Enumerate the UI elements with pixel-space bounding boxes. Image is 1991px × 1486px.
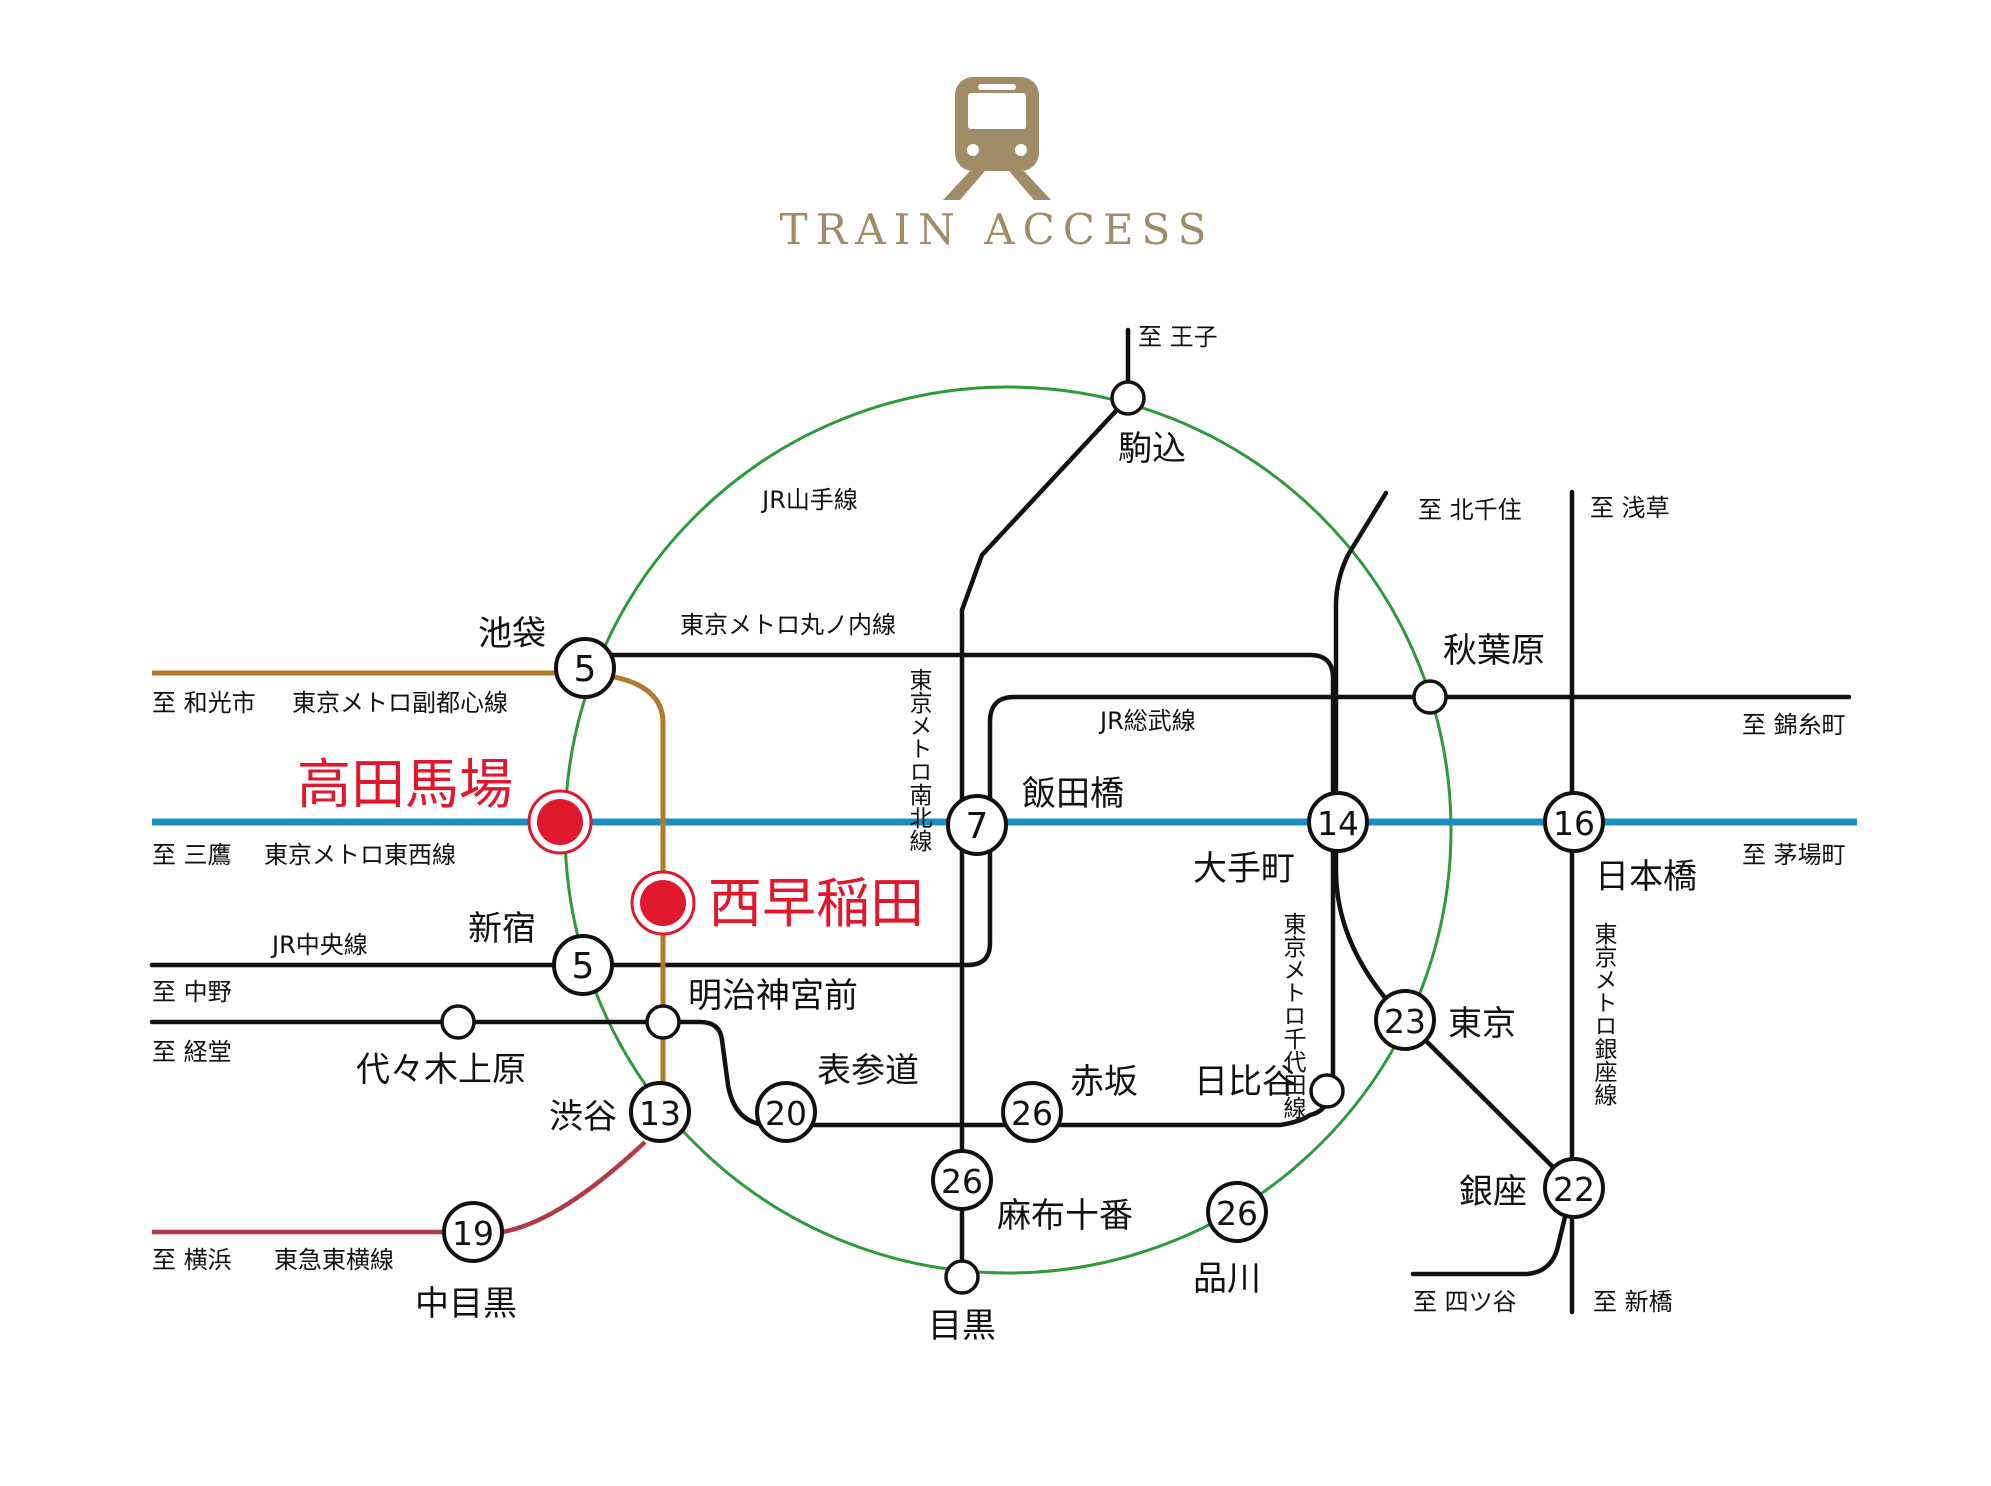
nishiwaseda-name: 西早稲田: [708, 872, 924, 935]
nishiwaseda-marker[interactable]: [630, 870, 696, 936]
shinagawa-minutes: 26: [1216, 1194, 1258, 1233]
chiyoda-line-label: 東京メトロ千代田線: [1279, 912, 1307, 1119]
to-mitaka-label: 至 三鷹: [152, 841, 232, 869]
toyoko-line-label: 東急東横線: [274, 1246, 394, 1274]
nihonbashi-marker[interactable]: 16: [1543, 791, 1605, 853]
nihonbashi-name: 日本橋: [1595, 857, 1697, 897]
hibiya-marker[interactable]: [1309, 1073, 1345, 1109]
page-title: TRAIN ACCESS: [780, 205, 1215, 254]
tokyo-minutes: 23: [1384, 1002, 1426, 1041]
omotesando-name: 表参道: [817, 1051, 919, 1091]
shibuya-name: 渋谷: [549, 1097, 617, 1137]
to-kinshicho-label: 至 錦糸町: [1742, 711, 1846, 739]
akasaka-minutes: 26: [1011, 1094, 1053, 1133]
meijijingumae-name: 明治神宮前: [688, 976, 858, 1016]
train-icon: [943, 77, 1051, 200]
ginza-line-label: 東京メトロ銀座線: [1590, 922, 1618, 1106]
ginza-marker[interactable]: 22: [1543, 1157, 1605, 1219]
akasaka-name: 赤坂: [1070, 1062, 1138, 1102]
ikebukuro-name: 池袋: [478, 614, 546, 654]
akihabara-name: 秋葉原: [1443, 631, 1545, 671]
namboku-line-label: 東京メトロ南北線: [905, 668, 933, 852]
takadanobaba-marker[interactable]: [527, 789, 593, 855]
akasaka-marker[interactable]: 26: [1001, 1081, 1063, 1143]
nakameguro-marker[interactable]: 19: [442, 1201, 504, 1263]
shinjuku-minutes: 5: [572, 946, 595, 987]
meguro-name: 目黒: [928, 1306, 996, 1346]
iidabashi-marker[interactable]: 7: [946, 794, 1008, 856]
nakameguro-name: 中目黒: [415, 1284, 517, 1324]
to-yotsuya-label: 至 四ツ谷: [1413, 1288, 1517, 1316]
ikebukuro-minutes: 5: [574, 649, 597, 690]
odakyu-line: [149, 1019, 793, 1128]
chuo-line-label: JR中央線: [270, 931, 368, 959]
to-oji-label: 至 王子: [1138, 323, 1218, 351]
komagome-name: 駒込: [1118, 429, 1186, 469]
sobu-line-label: JR総武線: [1098, 707, 1196, 735]
azabujuban-marker[interactable]: 26: [931, 1149, 993, 1211]
otemachi-minutes: 14: [1317, 804, 1359, 843]
meijijingumae-marker[interactable]: [645, 1004, 681, 1040]
yamanote-line-label: JR山手線: [760, 486, 858, 514]
ginza-minutes: 22: [1553, 1170, 1595, 1209]
yoyogiuehara-name: 代々木上原: [356, 1050, 526, 1090]
yoyogiuehara-marker[interactable]: [440, 1004, 476, 1040]
tokyo-name: 東京: [1448, 1004, 1516, 1044]
takadanobaba-name: 高田馬場: [297, 753, 513, 816]
to-kitasenju-label: 至 北千住: [1418, 496, 1522, 524]
tokyo-marker[interactable]: 23: [1374, 989, 1436, 1051]
toyoko-line: [152, 1140, 647, 1235]
to-kyodo-label: 至 経堂: [152, 1038, 232, 1066]
nakameguro-minutes: 19: [452, 1214, 494, 1253]
ikebukuro-marker[interactable]: 5: [554, 637, 616, 699]
to-yokohama-label: 至 横浜: [152, 1246, 232, 1274]
shinjuku-marker[interactable]: 5: [552, 934, 614, 996]
to-kayabacho-label: 至 茅場町: [1742, 841, 1846, 869]
azabujuban-name: 麻布十番: [997, 1196, 1133, 1236]
iidabashi-minutes: 7: [966, 806, 989, 847]
fukutoshin-line-label: 東京メトロ副都心線: [292, 689, 508, 717]
otemachi-name: 大手町: [1193, 849, 1295, 889]
ginza-name: 銀座: [1459, 1172, 1527, 1212]
shibuya-marker[interactable]: 13: [629, 1081, 691, 1143]
nihonbashi-minutes: 16: [1553, 804, 1595, 843]
chiyoda-line: [1333, 490, 1577, 1191]
komagome-marker[interactable]: [1110, 380, 1146, 416]
azabujuban-minutes: 26: [941, 1162, 983, 1201]
ginza-branch-line: [1410, 1185, 1575, 1277]
to-nakano-label: 至 中野: [152, 978, 232, 1006]
shinjuku-name: 新宿: [468, 909, 536, 949]
omotesando-marker[interactable]: 20: [755, 1081, 817, 1143]
iidabashi-name: 飯田橋: [1022, 774, 1124, 814]
hibiya-name: 日比谷: [1194, 1062, 1296, 1102]
shinagawa-marker[interactable]: 26: [1206, 1181, 1268, 1243]
akihabara-marker[interactable]: [1412, 679, 1448, 715]
otemachi-marker[interactable]: 14: [1307, 791, 1369, 853]
shibuya-minutes: 13: [639, 1094, 681, 1133]
marunouchi-line: [582, 652, 1336, 1128]
shinagawa-name: 品川: [1193, 1259, 1261, 1299]
to-shinbashi-label: 至 新橋: [1593, 1288, 1673, 1316]
meguro-marker[interactable]: [944, 1259, 980, 1295]
omotesando-minutes: 20: [765, 1094, 807, 1133]
marunouchi-line-label: 東京メトロ丸ノ内線: [680, 611, 896, 639]
to-asakusa-label: 至 浅草: [1590, 494, 1670, 522]
tozai-line-label: 東京メトロ東西線: [264, 841, 456, 869]
to-wakoshi-label: 至 和光市: [152, 689, 256, 717]
